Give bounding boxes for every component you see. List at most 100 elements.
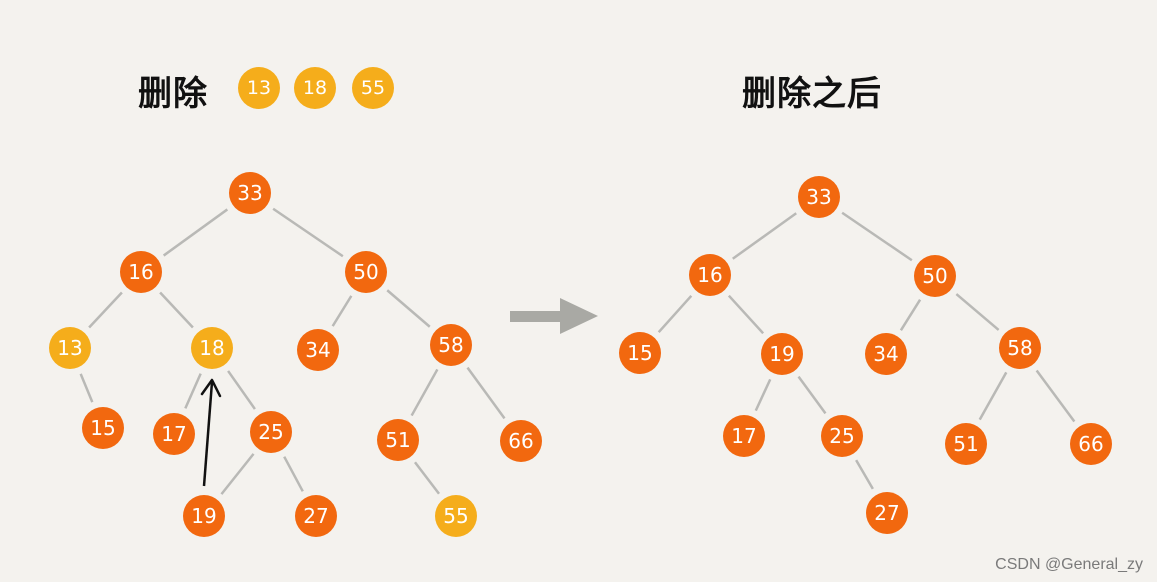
- before-node-circle-55: [435, 495, 477, 537]
- after-node-label-51: 51: [953, 432, 978, 456]
- after-node-circle-15: [619, 332, 661, 374]
- after-node-circle-17: [723, 415, 765, 457]
- after-node-circle-16: [689, 254, 731, 296]
- after-node-33: 33: [798, 176, 840, 218]
- after-edge-16-15: [657, 295, 693, 333]
- before-edge-51-55: [413, 461, 441, 495]
- before-node-circle-51: [377, 419, 419, 461]
- before-node-51: 51: [377, 419, 419, 461]
- deleted-value-chip-55: 55: [352, 67, 394, 109]
- before-node-34: 34: [297, 329, 339, 371]
- after-node-16: 16: [689, 254, 731, 296]
- before-edge-16-18: [159, 291, 194, 329]
- before-node-circle-66: [500, 420, 542, 462]
- before-node-circle-17: [153, 413, 195, 455]
- after-node-50: 50: [914, 255, 956, 297]
- before-edge-33-16: [162, 208, 229, 257]
- before-node-18: 18: [191, 327, 233, 369]
- after-node-circle-66: [1070, 423, 1112, 465]
- after-edge-58-51: [978, 371, 1008, 421]
- before-edge-13-15: [79, 373, 94, 403]
- after-node-label-15: 15: [627, 341, 652, 365]
- after-node-circle-51: [945, 423, 987, 465]
- after-node-label-16: 16: [697, 263, 722, 287]
- deleted-value-chip-18: 18: [294, 67, 336, 109]
- transition-arrow-icon: [510, 298, 598, 334]
- after-node-34: 34: [865, 333, 907, 375]
- before-node-15: 15: [82, 407, 124, 449]
- before-node-label-27: 27: [303, 504, 328, 528]
- before-edge-58-66: [466, 366, 506, 420]
- after-edge-33-16: [732, 212, 797, 260]
- before-node-circle-58: [430, 324, 472, 366]
- successor-arrow: [200, 378, 222, 487]
- after-node-17: 17: [723, 415, 765, 457]
- after-node-circle-25: [821, 415, 863, 457]
- after-node-label-58: 58: [1007, 336, 1032, 360]
- before-node-circle-19: [183, 495, 225, 537]
- before-node-58: 58: [430, 324, 472, 366]
- before-node-circle-27: [295, 495, 337, 537]
- before-node-label-33: 33: [237, 181, 262, 205]
- after-node-circle-27: [866, 492, 908, 534]
- before-node-circle-18: [191, 327, 233, 369]
- title-delete: 删除: [138, 74, 208, 114]
- after-node-circle-33: [798, 176, 840, 218]
- before-node-label-51: 51: [385, 428, 410, 452]
- deleted-value-chip-13: 13: [238, 67, 280, 109]
- after-node-27: 27: [866, 492, 908, 534]
- before-edge-58-51: [410, 368, 439, 417]
- after-edge-50-58: [955, 293, 1000, 331]
- after-node-circle-34: [865, 333, 907, 375]
- after-node-51: 51: [945, 423, 987, 465]
- before-edge-25-19: [220, 453, 255, 495]
- after-node-label-66: 66: [1078, 432, 1103, 456]
- before-node-label-19: 19: [191, 504, 216, 528]
- after-node-label-19: 19: [769, 342, 794, 366]
- before-node-circle-15: [82, 407, 124, 449]
- before-node-label-18: 18: [199, 336, 224, 360]
- before-node-circle-33: [229, 172, 271, 214]
- before-node-66: 66: [500, 420, 542, 462]
- before-edge-50-58: [386, 289, 431, 328]
- before-node-33: 33: [229, 172, 271, 214]
- after-node-label-27: 27: [874, 501, 899, 525]
- before-node-17: 17: [153, 413, 195, 455]
- before-node-circle-16: [120, 251, 162, 293]
- before-node-label-15: 15: [90, 416, 115, 440]
- before-node-label-66: 66: [508, 429, 533, 453]
- before-edge-16-13: [88, 291, 123, 329]
- before-node-55: 55: [435, 495, 477, 537]
- after-node-15: 15: [619, 332, 661, 374]
- after-edge-19-17: [754, 378, 772, 412]
- before-node-label-58: 58: [438, 333, 463, 357]
- edges-layer: [79, 207, 1076, 495]
- before-node-label-17: 17: [161, 422, 186, 446]
- before-node-label-25: 25: [258, 420, 283, 444]
- before-node-label-13: 13: [57, 336, 82, 360]
- before-node-circle-50: [345, 251, 387, 293]
- after-node-19: 19: [761, 333, 803, 375]
- before-node-label-50: 50: [353, 260, 378, 284]
- after-edge-33-50: [841, 211, 913, 262]
- after-node-label-34: 34: [873, 342, 898, 366]
- before-edge-18-25: [227, 370, 256, 410]
- after-edge-16-19: [727, 294, 765, 335]
- before-node-13: 13: [49, 327, 91, 369]
- after-node-label-33: 33: [806, 185, 831, 209]
- after-node-label-17: 17: [731, 424, 756, 448]
- before-node-label-34: 34: [305, 338, 330, 362]
- before-node-27: 27: [295, 495, 337, 537]
- before-node-19: 19: [183, 495, 225, 537]
- before-node-50: 50: [345, 251, 387, 293]
- title-after-deletion: 删除之后: [742, 74, 882, 114]
- before-node-25: 25: [250, 411, 292, 453]
- after-edge-19-25: [797, 375, 827, 415]
- before-node-circle-25: [250, 411, 292, 453]
- watermark: CSDN @General_zy: [995, 556, 1143, 573]
- after-node-25: 25: [821, 415, 863, 457]
- before-edge-25-27: [283, 456, 304, 492]
- before-edge-50-34: [331, 295, 353, 327]
